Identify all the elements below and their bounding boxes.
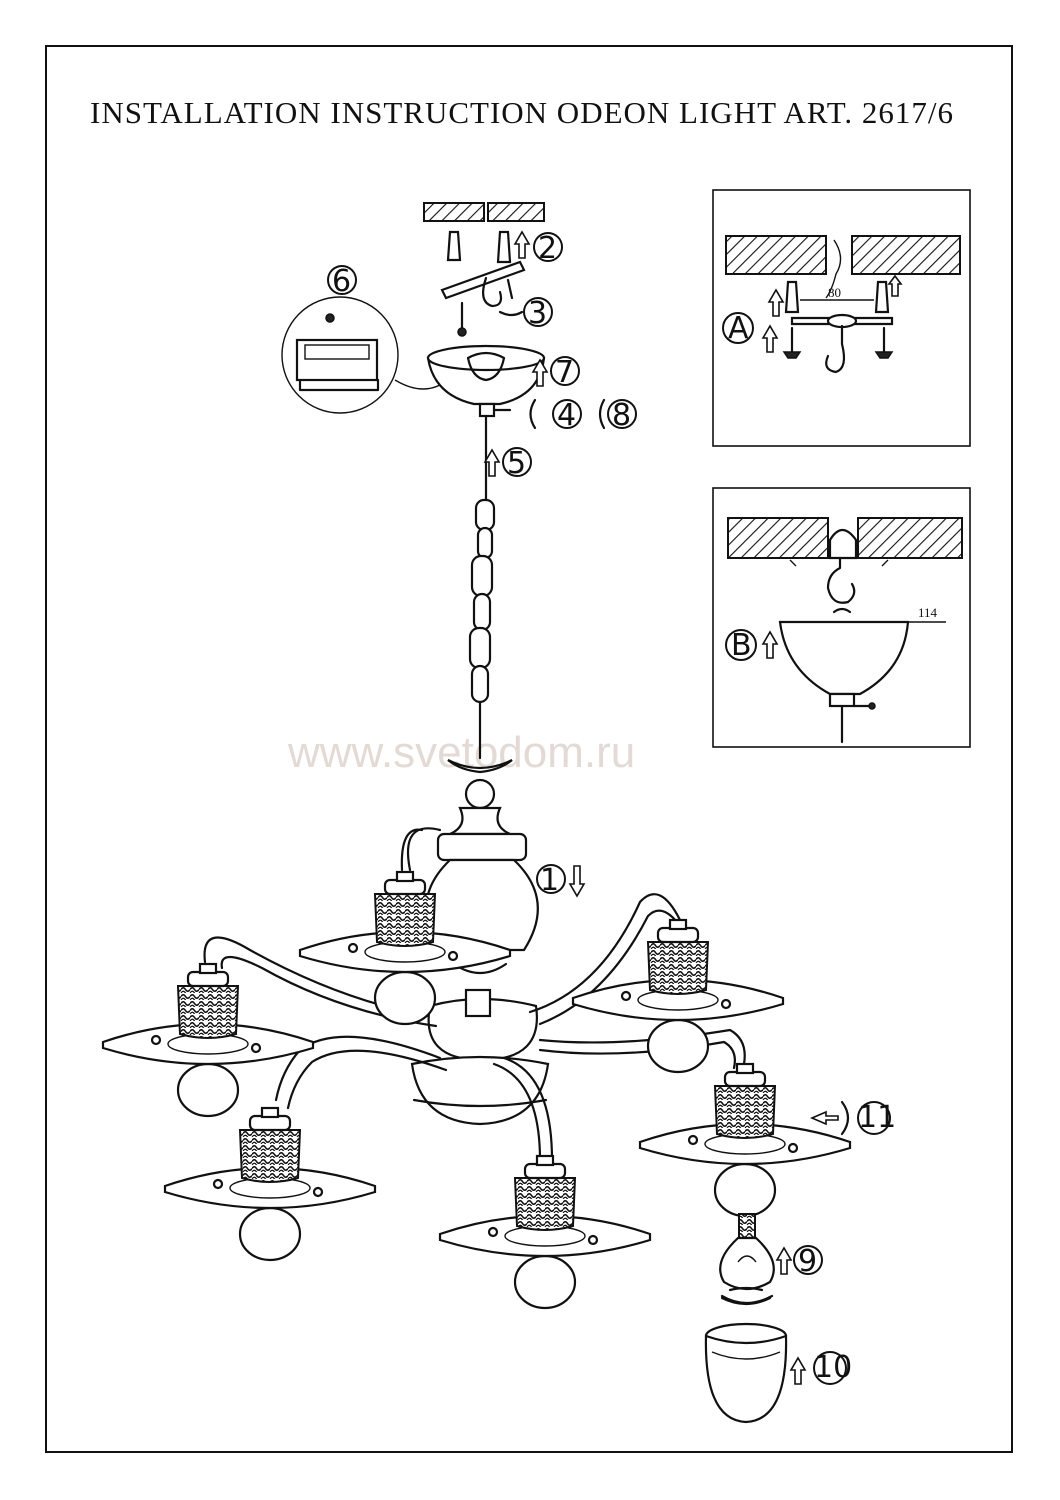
lamp-head-right: [638, 1062, 852, 1218]
detail-b-label: B: [731, 628, 752, 663]
dimension-b-label: 114: [918, 605, 938, 620]
light-bulb: [719, 1213, 775, 1305]
ceiling-mount-group: [423, 202, 545, 337]
lamp-head-front-left: [163, 1106, 377, 1262]
step-label-10: 10: [790, 1350, 852, 1385]
svg-text:2: 2: [538, 231, 557, 266]
detail-a-panel: 80 A: [712, 189, 971, 447]
step-label-7: 7: [532, 355, 580, 390]
svg-text:9: 9: [798, 1244, 817, 1279]
detail-a-label: A: [728, 311, 749, 346]
svg-text:7: 7: [555, 355, 574, 390]
step-label-11: 11: [809, 1100, 896, 1136]
svg-text:5: 5: [507, 446, 526, 481]
step-label-1: 1: [536, 863, 586, 898]
step-label-4: 4: [529, 398, 582, 433]
svg-text:10: 10: [814, 1350, 852, 1385]
svg-text:11: 11: [858, 1100, 896, 1135]
svg-text:8: 8: [612, 398, 631, 433]
svg-text:4: 4: [557, 398, 576, 433]
svg-text:1: 1: [540, 863, 559, 898]
step-label-9: 9: [776, 1244, 823, 1279]
step-label-3: 3: [523, 296, 553, 331]
canopy-and-chain: [426, 344, 546, 810]
lamp-head-front: [438, 1154, 652, 1310]
step-label-6: 6: [327, 264, 357, 299]
dimension-a-label: 80: [828, 285, 841, 300]
rotate-arrow-bulb: [720, 1286, 772, 1306]
detail-b-panel: 114 B: [712, 487, 971, 748]
page-title: INSTALLATION INSTRUCTION ODEON LIGHT ART…: [90, 95, 954, 130]
svg-text:6: 6: [332, 264, 351, 299]
step-label-2: 2: [514, 231, 563, 266]
svg-text:3: 3: [528, 296, 547, 331]
central-body: [410, 806, 550, 1126]
terminal-block-callout: [281, 296, 441, 414]
glass-shade: [704, 1322, 788, 1424]
step-label-8: 8: [598, 398, 637, 433]
page-frame: [45, 45, 1013, 1453]
lamp-head-left: [101, 962, 315, 1118]
watermark: www.svetodom.ru: [287, 728, 635, 777]
lamp-head-back-right: [571, 918, 785, 1074]
step-label-5: 5: [484, 446, 532, 481]
